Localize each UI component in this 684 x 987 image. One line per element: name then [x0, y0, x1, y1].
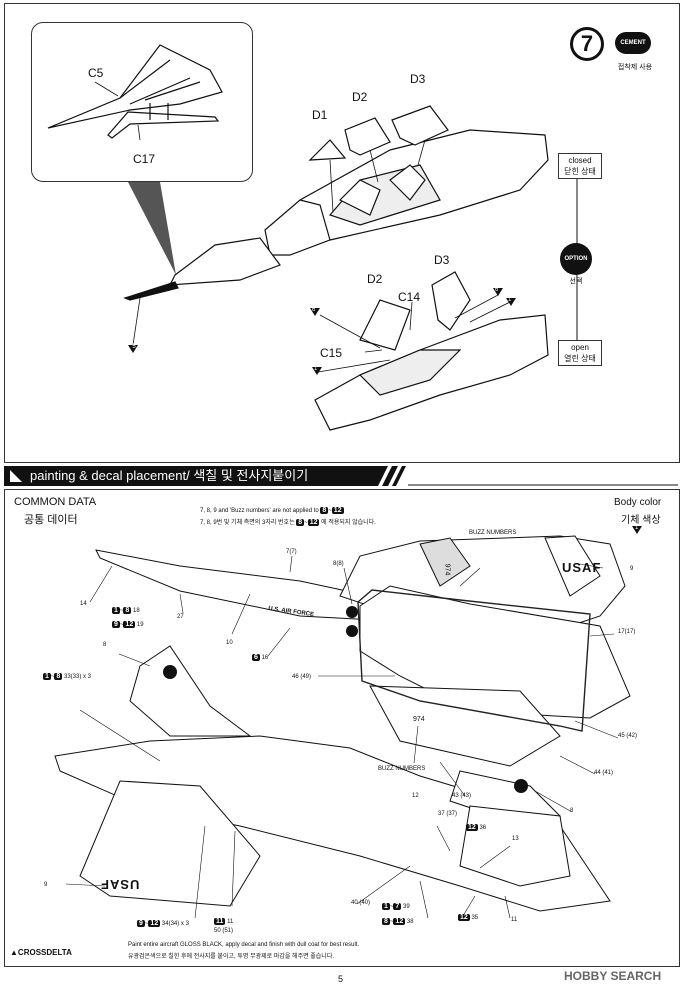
common-data-title-ko: 공통 데이터 [24, 514, 78, 526]
part-d3-top: D3 [410, 72, 426, 86]
callout-7: 7(7) [286, 549, 297, 555]
buzz-number-decal-top: 974 [443, 563, 451, 576]
footer-note-korean: 유광검은색으로 칠한 후에 전사지를 붙이고, 투명 무광제로 마감을 해주면 … [128, 954, 335, 960]
crossdelta-triangle-icon: ▲ [10, 948, 18, 957]
body-color-title: Body color [614, 497, 662, 508]
closed-state-label: closed 닫힌 상태 [558, 153, 602, 179]
note-korean: 7, 8, 9번 및 기체 측면의 3자리 번호는 8~12 에 적용되지 않습… [200, 519, 376, 526]
banner-stripes [378, 466, 678, 486]
marker-5: 5 [128, 344, 140, 353]
part-d2-bottom: D2 [367, 272, 383, 286]
callout-6-16: 6 16 [252, 654, 269, 661]
assembly-drawing [47, 44, 578, 431]
part-c5: C5 [88, 66, 104, 80]
cement-label: 접착제 사용 [617, 64, 653, 71]
callout-9-12-34: 9~12 34(34) x 3 [137, 920, 189, 927]
leader-lines [65, 555, 619, 919]
part-c14: C14 [398, 290, 421, 304]
note-english: 7, 8, 9 and 'Buzz numbers' are not appli… [200, 507, 344, 514]
callout-37: 37 (37) [438, 811, 458, 817]
callout-12-35: 12 35 [458, 914, 479, 921]
callout-1-7-39: 1~397 39 [382, 903, 410, 910]
outlined-panel-area [357, 589, 591, 732]
callout-27: 27 [177, 614, 184, 620]
roundel-mid [346, 625, 358, 637]
banner-triangle-icon [10, 470, 22, 482]
fuselage-open [314, 271, 549, 431]
callout-14: 14 [80, 601, 87, 607]
part-d2-top: D2 [352, 90, 368, 104]
buzz-number-decal-mid: 974 [413, 716, 425, 723]
common-data-title: COMMON DATA [14, 496, 97, 508]
cement-icon: CEMENT [615, 32, 651, 54]
detail-inset [31, 22, 253, 182]
painting-panel [4, 489, 680, 967]
callout-1-8-18: 1~8 18 [112, 607, 140, 614]
callout-40: 40 (40) [351, 900, 371, 906]
inset-parts [47, 44, 223, 139]
callout-11: 11 11 [214, 918, 234, 925]
callout-12-36: 12 36 [466, 824, 487, 831]
callout-50: 50 (51) [214, 928, 234, 934]
assembly-panel [4, 3, 680, 463]
callout-9-12-19: 9~12 19 [112, 621, 144, 628]
step-number: 7 [570, 27, 604, 61]
option-icon: OPTION [560, 243, 592, 275]
marker-6-left: 6 [310, 307, 322, 316]
body-color-title-ko: 기체 색상 [621, 515, 661, 526]
callout-17: 17(17) [618, 629, 636, 635]
callout-12-b: 12 [412, 793, 419, 799]
callout-8-12-38: 8~12 38 [382, 918, 414, 925]
hobby-search-watermark: HOBBY SEARCH [564, 969, 662, 983]
aircraft-side-top [95, 535, 631, 719]
buzz-numbers-label-mid: BUZZ NUMBERS [378, 766, 426, 772]
page-number: 5 [338, 974, 344, 984]
section-banner: painting & decal placement/ 색칠 및 전사지붙이기 [4, 466, 378, 486]
callout-8-left: 8 [103, 642, 107, 648]
usaf-decal-right: USAF [562, 560, 602, 575]
callout-9-left: 9 [44, 882, 48, 888]
option-label: 선택 [569, 278, 583, 285]
callout-10: 10 [226, 640, 233, 646]
open-state-label: open 열린 상태 [558, 340, 602, 366]
callout-8-right: 8 [570, 808, 574, 814]
zoom-wedge [128, 182, 176, 275]
callout-1-8-33: 1~8 33(33) x 3 [43, 673, 92, 680]
callout-43: 43 (43) [452, 793, 472, 799]
callout-11-b: 11 [511, 917, 518, 923]
decal-placement-drawing [54, 535, 631, 919]
usaf-decal-left: USAF [100, 877, 140, 892]
aircraft-planform [54, 645, 611, 912]
crossdelta-logo: ▲CROSSDELTA [10, 948, 72, 957]
canopy-parts-closed [308, 105, 449, 161]
callout-9-top: 9 [630, 566, 634, 572]
body-color-marker: 1 [632, 525, 644, 534]
callout-44: 44 (41) [594, 770, 614, 776]
callout-46: 46 (49) [292, 674, 312, 680]
callout-8-top: 8(8) [333, 561, 344, 567]
callout-45: 45 (42) [618, 733, 638, 739]
marker-1-left: 1 [312, 366, 324, 375]
marker-6-right: 6 [493, 287, 505, 296]
roundel-right-wing [514, 779, 528, 793]
part-c15: C15 [320, 346, 343, 360]
part-d1: D1 [312, 108, 328, 122]
marker-1-right: 1 [506, 297, 518, 306]
roundel-left-wing [163, 665, 177, 679]
buzz-numbers-label-top: BUZZ NUMBERS [469, 530, 517, 536]
part-c17: C17 [133, 152, 156, 166]
roundel-top [346, 606, 358, 618]
callout-13: 13 [512, 836, 519, 842]
footer-note-english: Paint entire aircraft GLOSS BLACK, apply… [128, 942, 360, 948]
fuselage-forward [123, 129, 549, 301]
part-d3-bottom: D3 [434, 253, 450, 267]
